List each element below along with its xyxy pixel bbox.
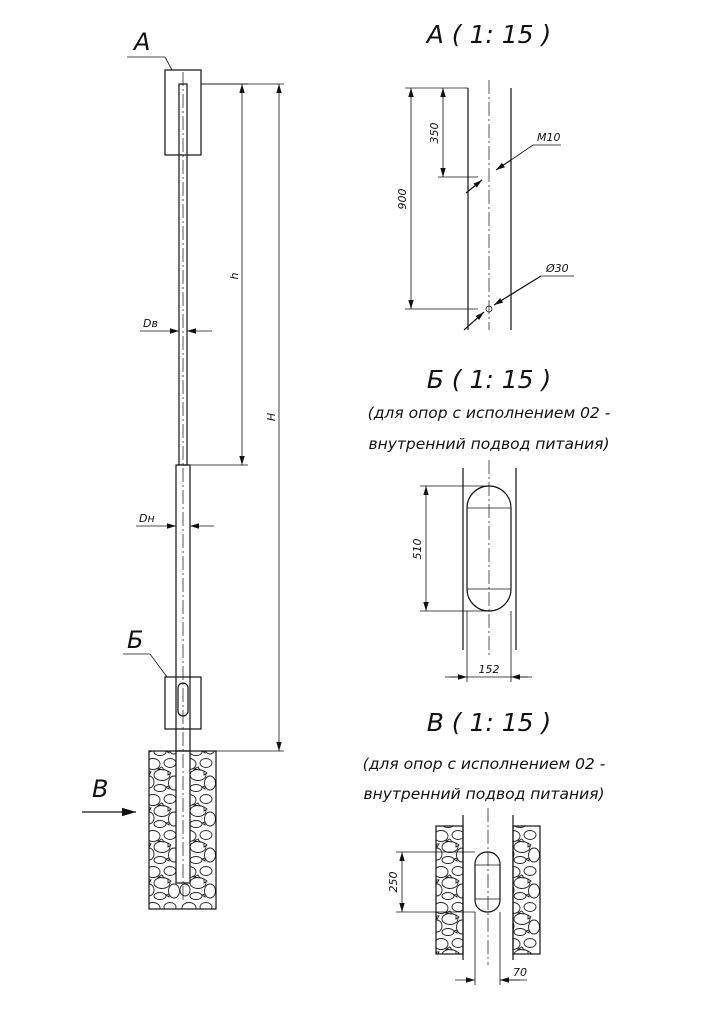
view-v-note-line1: (для опор с исполнением 02 - bbox=[363, 755, 606, 773]
view-v-note-line2: внутренний подвод питания) bbox=[363, 785, 604, 803]
thread-m10-label: М10 bbox=[537, 131, 561, 144]
view-v: В ( 1: 15 ) (для опор с исполнением 02 -… bbox=[363, 708, 606, 985]
view-a-title: А ( 1: 15 ) bbox=[425, 20, 552, 49]
view-b: Б ( 1: 15 ) (для опор с исполнением 02 -… bbox=[368, 365, 611, 682]
view-a-frame bbox=[164, 69, 202, 156]
pole-elevation: А Б В h H Dв Dн bbox=[82, 28, 284, 910]
dim-152-label: 152 bbox=[479, 663, 500, 676]
pole-slot bbox=[177, 682, 189, 717]
dim-350-label: 350 bbox=[428, 123, 441, 144]
view-a: А ( 1: 15 ) 350 900 М10 Ø30 bbox=[396, 20, 574, 331]
view-b-title: Б ( 1: 15 ) bbox=[427, 365, 552, 394]
dim-510-label: 510 bbox=[411, 539, 424, 560]
dim-h-label: h bbox=[228, 272, 241, 279]
callout-a-label: А bbox=[132, 28, 150, 56]
cable-hole bbox=[485, 305, 493, 313]
dim-900-label: 900 bbox=[396, 189, 409, 210]
dim-dn-label: Dн bbox=[139, 512, 155, 525]
callout-b-label: Б bbox=[127, 626, 143, 654]
dim-dv-label: Dв bbox=[143, 317, 158, 330]
view-v-title: В ( 1: 15 ) bbox=[427, 708, 552, 737]
dim-70-label: 70 bbox=[513, 966, 527, 979]
view-b-note-line1: (для опор с исполнением 02 - bbox=[368, 404, 611, 422]
view-v-rubble-left bbox=[435, 825, 464, 955]
callout-v-label: В bbox=[92, 775, 108, 803]
view-b-note-line2: внутренний подвод питания) bbox=[368, 435, 609, 453]
view-b-frame bbox=[164, 676, 202, 730]
dim-H-label: H bbox=[265, 413, 278, 421]
view-v-rubble-right bbox=[512, 825, 541, 955]
hole-d30-label: Ø30 bbox=[545, 262, 569, 275]
dim-250-label: 250 bbox=[387, 872, 400, 893]
view-v-slot bbox=[474, 851, 501, 913]
